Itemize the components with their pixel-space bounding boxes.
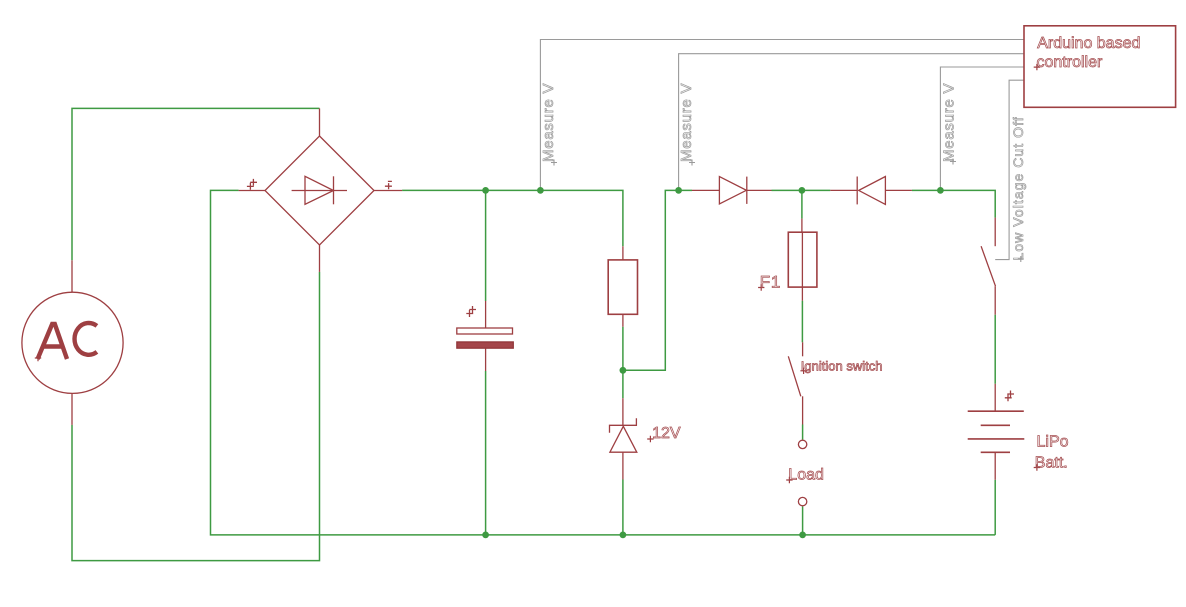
- svg-text:LiPo: LiPo: [1037, 434, 1069, 451]
- svg-text:Measure V: Measure V: [678, 83, 695, 162]
- svg-text:controller: controller: [1037, 54, 1103, 71]
- svg-text:Measure V: Measure V: [940, 83, 957, 162]
- svg-text:Arduino based: Arduino based: [1037, 35, 1140, 52]
- svg-text:F1: F1: [760, 273, 781, 292]
- svg-text:Low Voltage Cut Off: Low Voltage Cut Off: [1010, 116, 1026, 260]
- svg-text:Load: Load: [788, 467, 824, 484]
- svg-text:Measure V: Measure V: [540, 83, 557, 162]
- svg-text:Ignition switch: Ignition switch: [801, 359, 883, 374]
- svg-text:12V: 12V: [652, 425, 681, 442]
- svg-text:Batt.: Batt.: [1035, 454, 1068, 471]
